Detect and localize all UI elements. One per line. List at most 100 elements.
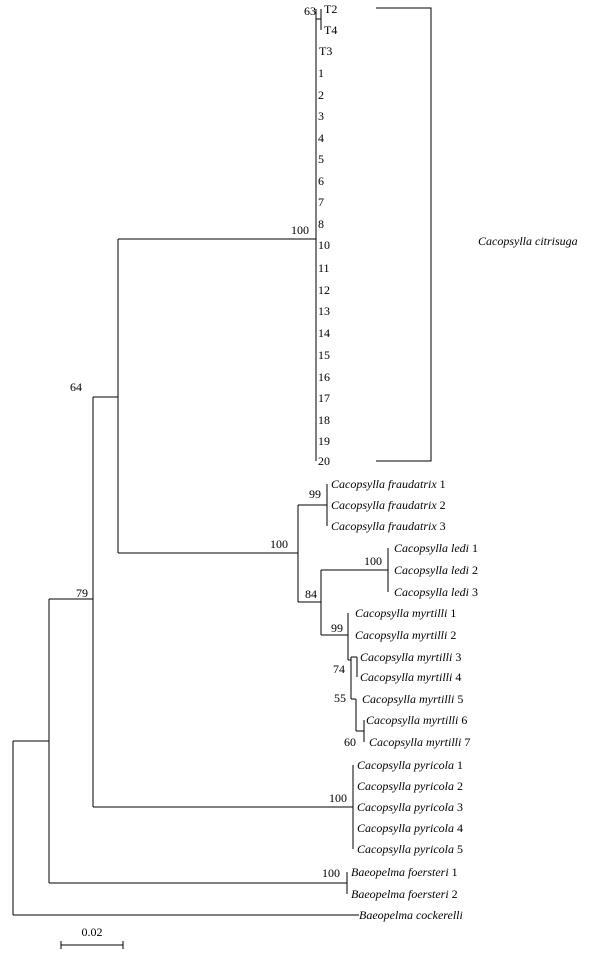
tip-label: Cacopsylla myrtilli 4	[360, 670, 461, 684]
tip-species-name: Cacopsylla fraudatrix	[331, 477, 437, 491]
tip-specimen-number: 2	[437, 498, 446, 512]
tip-specimen-number: 1	[447, 606, 456, 620]
bootstrap-value: 100	[322, 866, 340, 880]
tip-species-name: Cacopsylla myrtilli	[362, 692, 454, 706]
tip-species-name: Cacopsylla fraudatrix	[331, 498, 437, 512]
tip-labels: T2T4T3123456781011121314151617181920Caco…	[318, 2, 478, 922]
bootstrap-value: 84	[305, 587, 317, 601]
tip-species-name: Cacopsylla ledi	[394, 585, 469, 599]
tip-specimen-number: 4	[452, 670, 461, 684]
tip-label: 8	[318, 217, 324, 231]
tip-species-name: Cacopsylla pyricola	[357, 842, 454, 856]
tip-species-name: Cacopsylla fraudatrix	[331, 519, 437, 533]
tip-species-name: Baeopelma foersteri	[351, 887, 449, 901]
tip-species-name: Cacopsylla pyricola	[357, 758, 454, 772]
tip-specimen-number: 1	[469, 541, 478, 555]
tip-species-name: Cacopsylla ledi	[394, 563, 469, 577]
tip-label: 3	[318, 109, 324, 123]
clade-bracket-line	[376, 7, 432, 462]
tip-label: 15	[318, 348, 330, 362]
tip-label: Baeopelma cockerelli	[359, 908, 463, 922]
tip-label: Cacopsylla myrtilli 3	[360, 650, 461, 664]
tip-specimen-number: 4	[454, 821, 463, 835]
tip-specimen-number: 2	[447, 628, 456, 642]
bootstrap-value: 100	[291, 223, 309, 237]
tip-specimen-number: 5	[454, 692, 463, 706]
bootstrap-value: 100	[329, 791, 347, 805]
clade-bracket: Cacopsylla citrisuga	[376, 7, 578, 462]
tip-specimen-number: 2	[454, 779, 463, 793]
tip-label: Cacopsylla pyricola 5	[357, 842, 463, 856]
tip-label: 17	[318, 391, 330, 405]
tip-label: 1	[318, 66, 324, 80]
tip-label: 20	[318, 454, 330, 468]
tip-species-name: Cacopsylla myrtilli	[366, 713, 458, 727]
tip-species-name: Cacopsylla myrtilli	[360, 650, 452, 664]
bootstrap-value: 55	[334, 691, 346, 705]
tip-species-name: Cacopsylla myrtilli	[369, 735, 461, 749]
tip-label: Cacopsylla pyricola 2	[357, 779, 463, 793]
tip-species-name: Cacopsylla myrtilli	[355, 606, 447, 620]
tip-label: Cacopsylla myrtilli 6	[366, 713, 467, 727]
tip-specimen-number: 7	[461, 735, 470, 749]
clade-label-citrisuga: Cacopsylla citrisuga	[478, 234, 578, 248]
tip-species-name: Cacopsylla pyricola	[357, 800, 454, 814]
tip-species-name: Cacopsylla ledi	[394, 541, 469, 555]
tip-label: T3	[319, 44, 332, 58]
tip-species-name: Baeopelma foersteri	[351, 865, 449, 879]
tip-specimen-number: 6	[458, 713, 467, 727]
tip-specimen-number: 1	[454, 758, 463, 772]
tip-species-name: Cacopsylla pyricola	[357, 779, 454, 793]
tip-specimen-number: 3	[452, 650, 461, 664]
tip-species-name: Baeopelma cockerelli	[359, 908, 463, 922]
tip-label: 6	[318, 174, 324, 188]
tip-label: 4	[318, 131, 324, 145]
scale-bar-label: 0.02	[82, 925, 103, 939]
tip-specimen-number: 2	[449, 887, 458, 901]
tip-label: 19	[318, 434, 330, 448]
tip-label: Cacopsylla fraudatrix 1	[331, 477, 446, 491]
tip-label: Cacopsylla fraudatrix 3	[331, 519, 446, 533]
tip-specimen-number: 1	[437, 477, 446, 491]
bootstrap-value: 100	[364, 554, 382, 568]
tip-label: 2	[318, 88, 324, 102]
tip-specimen-number: 2	[469, 563, 478, 577]
tip-specimen-number: 3	[454, 800, 463, 814]
tip-label: Cacopsylla myrtilli 1	[355, 606, 456, 620]
tip-label: Baeopelma foersteri 1	[351, 865, 458, 879]
tip-label: Baeopelma foersteri 2	[351, 887, 458, 901]
tip-label: 11	[318, 261, 330, 275]
tip-label: 14	[318, 326, 330, 340]
tip-label: Cacopsylla myrtilli 7	[369, 735, 470, 749]
tip-label: Cacopsylla pyricola 4	[357, 821, 463, 835]
bootstrap-value: 99	[331, 621, 343, 635]
tip-label: 13	[318, 304, 330, 318]
tip-specimen-number: 3	[437, 519, 446, 533]
tip-species-name: Cacopsylla myrtilli	[355, 628, 447, 642]
tip-specimen-number: 3	[469, 585, 478, 599]
bootstrap-value: 63	[304, 4, 316, 18]
tip-label: Cacopsylla pyricola 3	[357, 800, 463, 814]
tip-specimen-number: 5	[454, 842, 463, 856]
tip-label: 7	[318, 195, 324, 209]
bootstrap-value: 60	[344, 735, 356, 749]
tip-label: 12	[318, 283, 330, 297]
tip-label: Cacopsylla fraudatrix 2	[331, 498, 446, 512]
bootstrap-value: 74	[333, 662, 345, 676]
bootstrap-value: 99	[309, 487, 321, 501]
tree-branches	[12, 9, 389, 916]
bootstrap-value: 100	[270, 537, 288, 551]
tip-label: 16	[318, 370, 330, 384]
tip-label: T4	[324, 23, 337, 37]
tip-label: Cacopsylla ledi 2	[394, 563, 478, 577]
tip-specimen-number: 1	[449, 865, 458, 879]
bootstrap-value: 79	[76, 586, 88, 600]
tip-label: 5	[318, 152, 324, 166]
tip-label: Cacopsylla ledi 1	[394, 541, 478, 555]
scale-bar: 0.02	[60, 925, 124, 949]
tip-label: T2	[324, 2, 337, 16]
tip-species-name: Cacopsylla pyricola	[357, 821, 454, 835]
bootstrap-labels: 63 100 6 4 79 99 100 100 84 99 74 55 60 100 100	[70, 4, 382, 880]
tip-label: Cacopsylla pyricola 1	[357, 758, 463, 772]
